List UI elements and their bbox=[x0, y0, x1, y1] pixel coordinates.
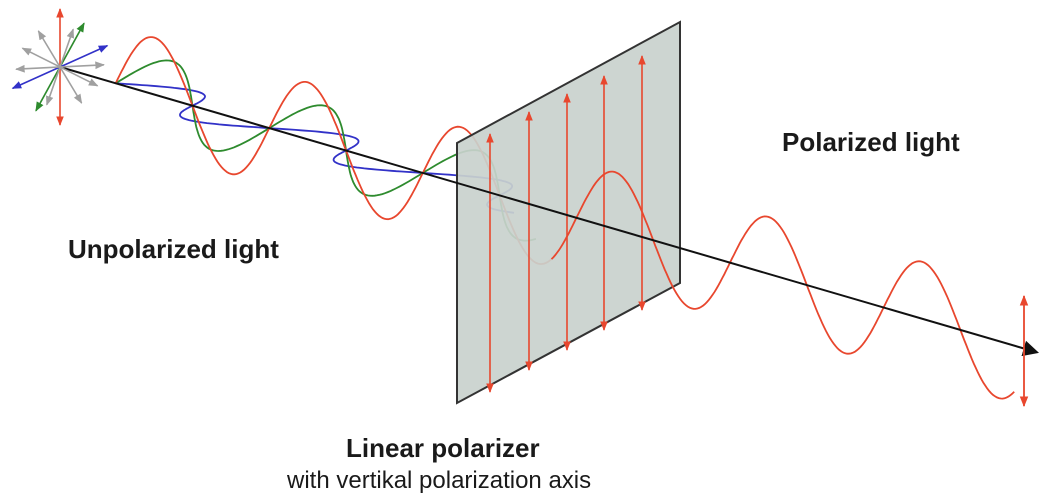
source-polarization-star bbox=[11, 8, 109, 126]
blue-wave bbox=[115, 82, 515, 214]
polarized-wave bbox=[550, 170, 1015, 400]
propagation-axis bbox=[59, 66, 1039, 357]
polarizer-title: Linear polarizer bbox=[346, 433, 540, 463]
linear-polarizer bbox=[456, 20, 681, 405]
unpolarized-light-label: Unpolarized light bbox=[68, 234, 279, 264]
polarizer-axis-arrows bbox=[486, 55, 646, 393]
polarizer-subtitle: with vertikal polarization axis bbox=[287, 467, 592, 494]
source-polarization-arrow bbox=[46, 28, 74, 106]
vertical-wave-transmitted bbox=[550, 170, 1015, 400]
polarized-light-label: Polarized light bbox=[782, 127, 960, 157]
